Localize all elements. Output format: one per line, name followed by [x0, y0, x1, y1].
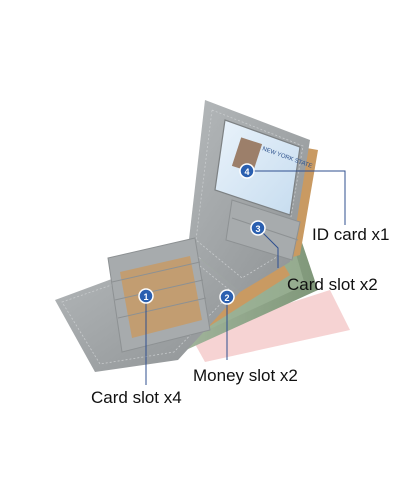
pink-banknote [190, 290, 350, 362]
id-photo [231, 137, 263, 173]
callout-label-card-slot-x4: Card slot x4 [91, 388, 182, 407]
callout-marker-4: 4 [239, 163, 255, 179]
callout-marker-3: 3 [250, 220, 266, 236]
svg-text:4: 4 [244, 167, 249, 177]
callout-marker-1: 1 [138, 288, 154, 304]
svg-text:2: 2 [224, 293, 229, 303]
callout-marker-2: 2 [219, 289, 235, 305]
card-slots-lower [107, 237, 211, 353]
callout-lines [145, 170, 346, 385]
svg-text:1: 1 [143, 292, 148, 302]
svg-text:3: 3 [255, 224, 260, 234]
callout-line-4 [247, 170, 346, 225]
callout-line-3 [257, 227, 279, 268]
callout-label-money-slot-x2: Money slot x2 [193, 366, 298, 385]
callout-label-card-slot-x2: Card slot x2 [287, 275, 378, 294]
callout-label-id-card-x1: ID card x1 [312, 225, 390, 244]
